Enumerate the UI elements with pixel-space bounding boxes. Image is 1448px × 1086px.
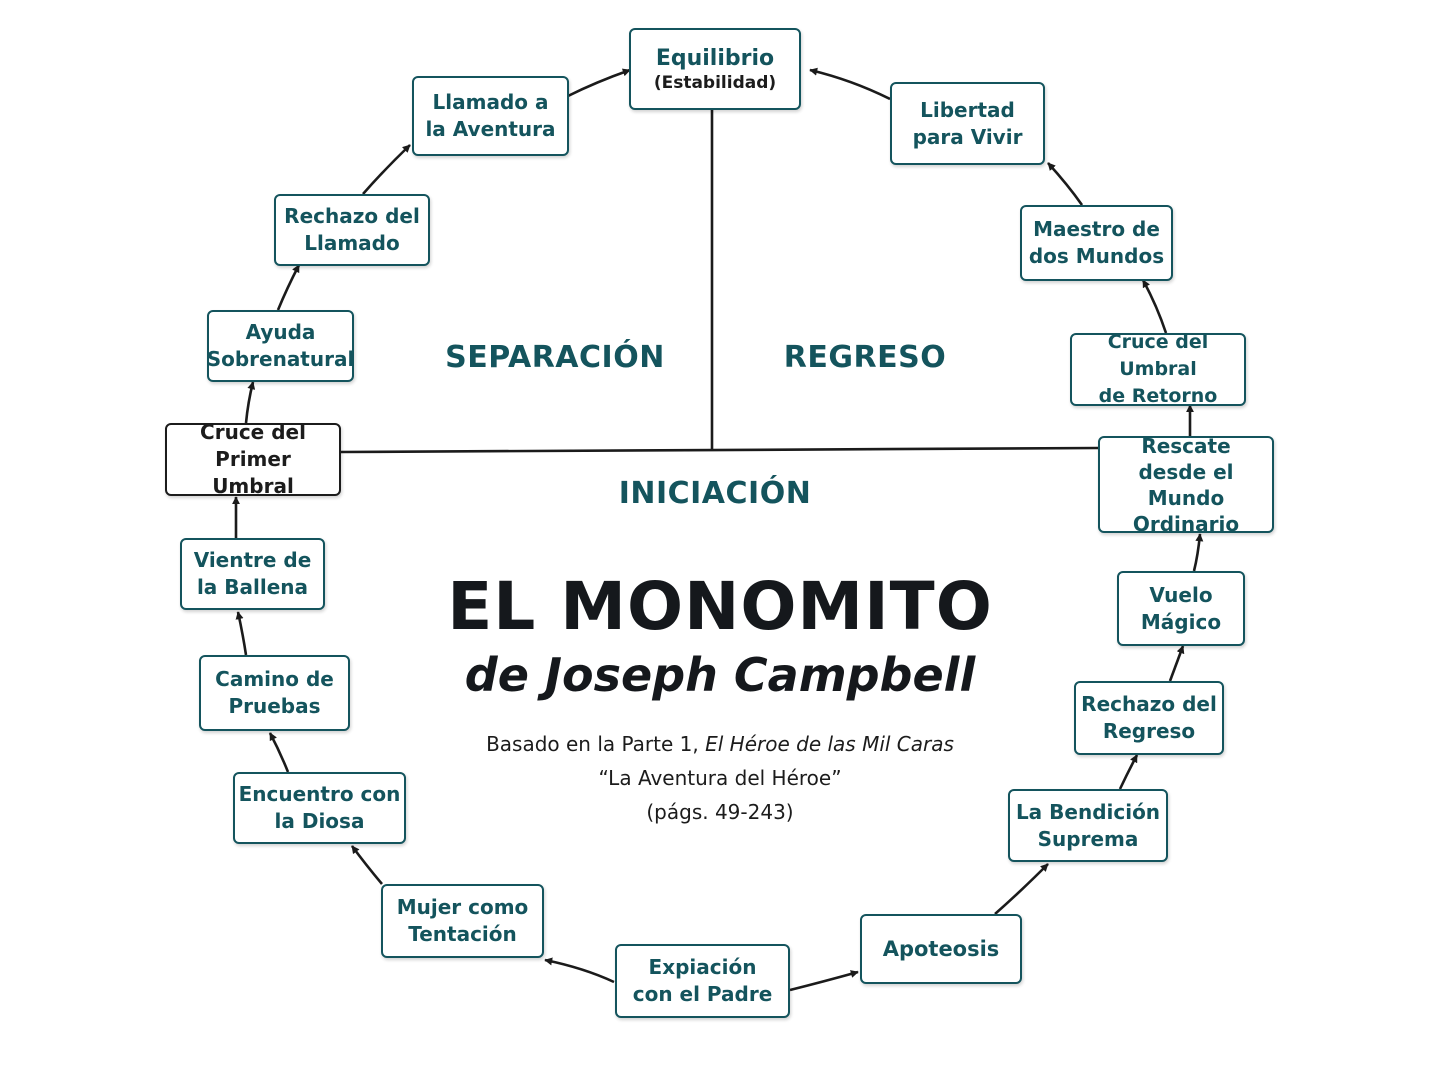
- stage-label-line: Maestro de: [1033, 217, 1160, 241]
- stage-apoteosis: Apoteosis: [860, 914, 1022, 984]
- stage-rechazo-del-llamado: Rechazo del Llamado: [274, 194, 430, 266]
- source-book-title: El Héroe de las Mil Caras: [705, 732, 954, 756]
- stage-label-line: Ordinario: [1132, 511, 1240, 536]
- arrow-mujer-to-encuentro: [350, 845, 383, 885]
- stage-label-line: La Bendición: [1015, 799, 1161, 824]
- stage-label-line: Cruce del Umbral: [1107, 331, 1209, 380]
- horizontal-divider: [339, 446, 1099, 454]
- stage-label-line: Rechazo del: [1081, 692, 1217, 716]
- arrow-expiacion-to-apoteosis: [789, 970, 859, 992]
- stage-label-line: Llamado a: [432, 90, 549, 114]
- stage-label-line: Mágico: [1140, 609, 1222, 634]
- arrow-cruce-retorno-to-maestro: [1141, 279, 1168, 334]
- stage-label-line: Regreso: [1102, 719, 1196, 743]
- stage-vientre-de-la-ballena: Vientre de la Ballena: [180, 538, 325, 610]
- arrow-llamado-to-equilibrio: [567, 68, 631, 98]
- stage-label-line: con el Padre: [632, 982, 773, 1006]
- arrow-maestro-to-libertad: [1047, 162, 1084, 206]
- arrow-apoteosis-to-bendicion: [994, 863, 1049, 915]
- section-separacion: SEPARACIÓN: [445, 340, 665, 375]
- arrow-bendicion-to-rechazo: [1118, 754, 1139, 790]
- stage-label-line: Apoteosis: [882, 936, 1000, 961]
- stage-la-bendicion-suprema: La Bendición Suprema: [1008, 789, 1168, 862]
- stage-label-line: dos Mundos: [1028, 244, 1165, 268]
- stage-encuentro-con-la-diosa: Encuentro con la Diosa: [233, 772, 406, 844]
- stage-label-line: desde el Mundo: [1138, 459, 1234, 510]
- stage-label-line: Llamado: [304, 231, 400, 255]
- stage-expiacion-con-el-padre: Expiación con el Padre: [615, 944, 790, 1018]
- stage-ayuda-sobrenatural: Ayuda Sobrenatural: [207, 310, 354, 382]
- stage-camino-de-pruebas: Camino de Pruebas: [199, 655, 350, 731]
- section-iniciacion: INICIACIÓN: [618, 476, 812, 511]
- stage-equilibrio-sublabel: (Estabilidad): [653, 72, 777, 93]
- stage-label-line: Libertad: [920, 97, 1015, 122]
- page-subtitle: de Joseph Campbell: [464, 648, 976, 702]
- source-line-3: (págs. 49-243): [646, 800, 794, 824]
- stage-mujer-como-tentacion: Mujer como Tentación: [381, 884, 544, 958]
- section-regreso: REGRESO: [783, 340, 947, 375]
- stage-label-line: Tentación: [408, 922, 517, 946]
- stage-label-line: Vuelo: [1149, 582, 1213, 607]
- arrow-encuentro-to-camino: [268, 732, 290, 773]
- stage-cruce-del-umbral-de-retorno: Cruce del Umbral de Retorno: [1070, 331, 1246, 407]
- stage-label-line: Umbral: [212, 474, 294, 498]
- stage-label-line: la Diosa: [274, 809, 365, 833]
- stage-label-line: Ayuda: [245, 320, 316, 344]
- stage-llamado-a-la-aventura: Llamado a la Aventura: [412, 76, 569, 156]
- source-line-1: Basado en la Parte 1, El Héroe de las Mi…: [400, 732, 1040, 756]
- arrow-rechazo-to-vuelo: [1168, 645, 1185, 682]
- arrow-rechazo-to-llamado: [362, 144, 411, 195]
- source-line-2: “La Aventura del Héroe”: [598, 766, 842, 790]
- stage-rescate-desde-el-mundo-ordinario: Rescate desde el Mundo Ordinario: [1098, 433, 1274, 536]
- stage-label-line: la Ballena: [196, 575, 309, 599]
- source-prefix: Basado en la Parte 1,: [486, 732, 699, 756]
- stage-label-line: Mujer como: [396, 895, 529, 919]
- stage-label-line: Vientre de: [193, 548, 312, 572]
- stage-label-line: Camino de: [215, 667, 334, 691]
- stage-vuelo-magico: Vuelo Mágico: [1117, 571, 1245, 646]
- stage-label-line: Expiación: [648, 955, 757, 979]
- arrow-expiacion-to-mujer: [544, 957, 615, 984]
- page-title: EL MONOMITO: [447, 568, 993, 645]
- stage-equilibrio-label: Equilibrio: [655, 45, 775, 71]
- section-dividers: [339, 110, 1099, 454]
- cycle-arrows: [232, 67, 1204, 992]
- arrow-camino-to-vientre: [235, 611, 248, 656]
- stage-label-line: Encuentro con: [238, 782, 401, 806]
- stage-maestro-de-dos-mundos: Maestro de dos Mundos: [1020, 205, 1173, 281]
- stage-equilibrio: Equilibrio (Estabilidad): [629, 28, 801, 110]
- stage-rechazo-del-regreso: Rechazo del Regreso: [1074, 681, 1224, 755]
- arrow-libertad-to-equilibrio: [809, 67, 891, 101]
- stage-libertad-para-vivir: Libertad para Vivir: [890, 82, 1045, 165]
- stage-label-line: la Aventura: [425, 117, 556, 141]
- stage-label-line: Pruebas: [228, 694, 321, 718]
- arrow-ayuda-to-rechazo: [276, 264, 301, 311]
- stage-label-line: Rechazo del: [284, 204, 420, 228]
- stage-label-line: Suprema: [1037, 826, 1139, 851]
- stage-label-line: para Vivir: [912, 124, 1023, 149]
- arrow-cruce-to-ayuda: [244, 381, 256, 424]
- stage-label-line: Sobrenatural: [206, 347, 355, 371]
- stage-label-line: de Retorno: [1098, 385, 1218, 407]
- stage-cruce-del-primer-umbral: Cruce del Primer Umbral: [165, 420, 341, 498]
- arrow-vuelo-to-rescate: [1192, 533, 1204, 572]
- stage-label-line: Cruce del Primer: [200, 420, 306, 471]
- stage-label-line: Rescate: [1141, 433, 1231, 458]
